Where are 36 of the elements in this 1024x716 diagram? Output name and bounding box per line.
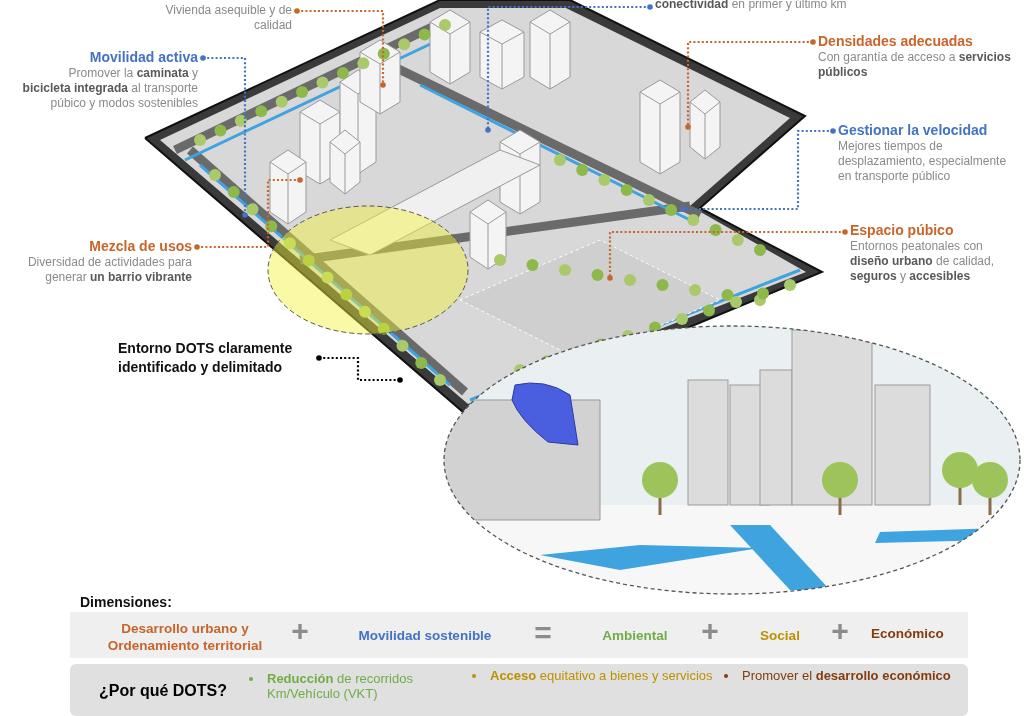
section-label: Dimensiones: <box>80 594 172 610</box>
bullet-text: Reducción de recorridos Km/Vehículo (VKT) <box>245 671 467 701</box>
callout-heading: Mezcla de usos <box>88 238 192 255</box>
callout-text: conectividad en primer y último km <box>655 0 1015 12</box>
reasons-panel <box>70 664 968 716</box>
dimension-text: Económico <box>870 625 945 642</box>
leader-line <box>685 39 816 130</box>
callout-heading: Espacio púbico <box>850 222 955 239</box>
callout-text: Mejores tiempos de desplazamiento, especialmente en transporte público <box>838 139 1008 184</box>
callout-heading: Gestionar la velocidad <box>838 122 989 139</box>
section-heading: ¿Por qué DOTS? <box>98 682 228 699</box>
leader-line <box>316 355 403 383</box>
callout-heading: Densidades adecuadas <box>818 33 974 50</box>
operator-symbol: + <box>290 616 310 646</box>
leader-line <box>485 4 653 133</box>
callout-text: Entornos peatonales con diseño urbano de calidad, seguros y accesibles <box>850 239 996 284</box>
callout-text: Diversidad de actividades para generar un barrio vibrante <box>26 255 192 285</box>
dimension-text: Social <box>759 627 801 644</box>
leader-line <box>680 128 836 212</box>
operator-symbol: + <box>700 616 720 646</box>
operator-symbol: + <box>830 616 850 646</box>
leader-line <box>294 8 386 88</box>
callout-text: Vivienda asequible y de calidad <box>140 3 292 33</box>
callout-text: Con garantía de acceso a servicios públicos <box>818 50 1012 80</box>
bullet-text: Acceso equitativo a bienes y servicios <box>468 668 720 683</box>
dimension-text: Desarrollo urbano y Ordenamiento territorial <box>106 620 264 654</box>
callout-heading: Movilidad activa <box>88 49 198 66</box>
callout-heading: Entorno DOTS claramente identificado y delimitado <box>118 339 314 377</box>
dimension-text: Ambiental <box>601 627 669 644</box>
leader-line <box>194 177 303 250</box>
dimension-text: Movilidad sostenible <box>357 627 493 644</box>
callout-text: Promover la caminata y bicicleta integrada al transporte púbico y modos sostenibles <box>21 66 198 111</box>
leader-line <box>607 229 848 281</box>
operator-symbol: = <box>533 618 553 648</box>
leader-line <box>200 55 248 218</box>
bullet-text: Promover el desarrollo económico <box>720 668 972 683</box>
